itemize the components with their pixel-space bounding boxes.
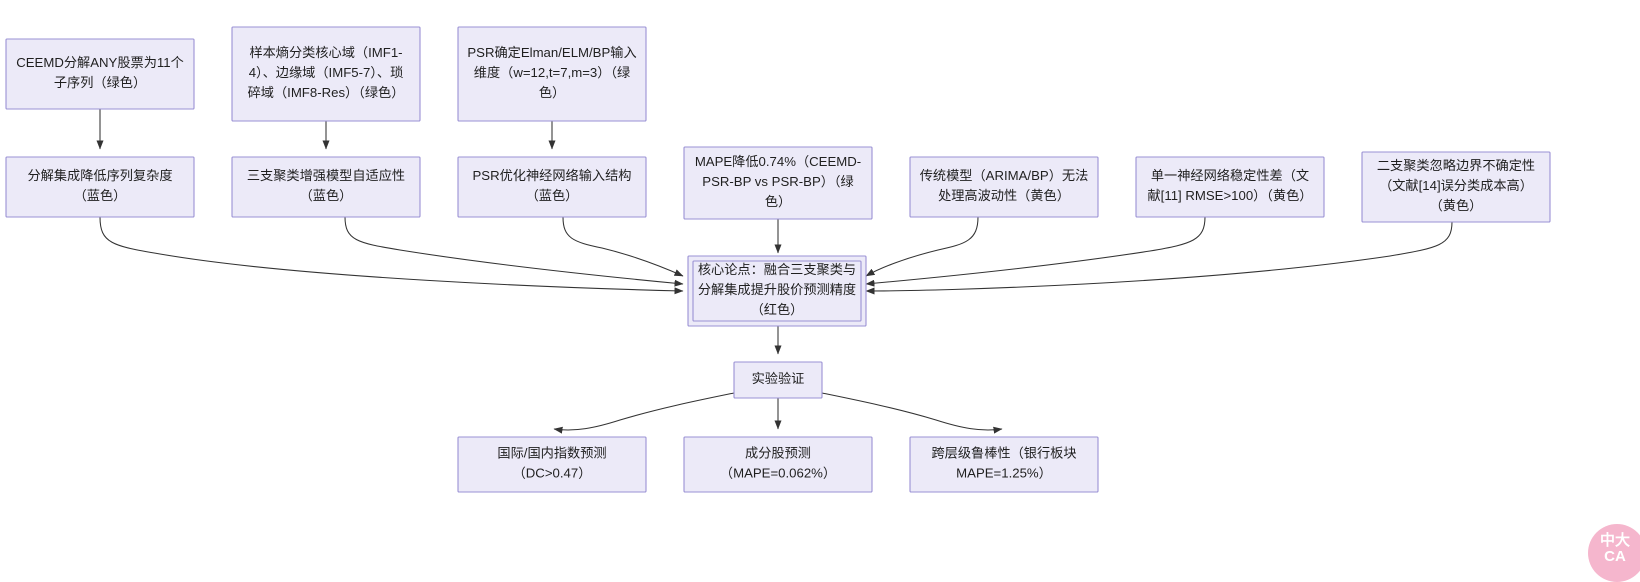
node-label: 成分股预测 （MAPE=0.062%） bbox=[720, 446, 836, 481]
node-label: 实验验证 bbox=[752, 371, 805, 386]
node-box bbox=[1135, 156, 1325, 218]
node-label-line: 献[11] RMSE>100）（黄色） bbox=[1147, 187, 1312, 203]
edges-layer bbox=[96, 109, 1453, 434]
node-label-line: 传统模型（ARIMA/BP）无法 bbox=[920, 168, 1089, 183]
node-label-line: 核心论点：融合三支聚类与 bbox=[698, 262, 856, 277]
node-index-prediction-result[interactable]: 国际/国内指数预测 （DC>0.47） bbox=[457, 436, 647, 493]
node-box bbox=[683, 436, 873, 493]
node-label-line: （黄色） bbox=[1430, 197, 1483, 213]
watermark-badge: 中大 CA bbox=[1588, 524, 1640, 582]
node-label-line: 维度（w=12,t=7,m=3）（绿 bbox=[474, 65, 630, 80]
node-box bbox=[457, 26, 647, 122]
node-box bbox=[909, 436, 1099, 493]
node-label-line: MAPE=1.25%） bbox=[956, 466, 1052, 481]
node-label-line: 4）、边缘域（IMF5-7）、琐 bbox=[249, 64, 404, 80]
node-label: 分解集成降低序列复杂度 （蓝色） bbox=[27, 168, 172, 203]
node-label: CEEMD分解ANY股票为11个子序列（绿色） bbox=[16, 55, 184, 90]
node-label-line: 处理高波动性（黄色） bbox=[938, 187, 1070, 203]
node-label-line: （DC>0.47） bbox=[513, 466, 592, 481]
node-label: 三支聚类增强模型自适应性 （蓝色） bbox=[247, 168, 405, 203]
node-label-line: （蓝色） bbox=[300, 187, 353, 203]
node-experiment-validation[interactable]: 实验验证 bbox=[733, 361, 823, 399]
edge-experiment-to-index bbox=[553, 392, 735, 434]
node-label-line: CEEMD分解ANY股票为11个 bbox=[16, 55, 184, 70]
node-box bbox=[457, 156, 647, 218]
node-label-line: PSR优化神经网络输入结构 bbox=[473, 168, 632, 183]
edge-twoway-to-core bbox=[865, 221, 1453, 295]
node-label-line: （MAPE=0.062%） bbox=[720, 466, 836, 481]
node-label: 跨层级鲁棒性（银行板块 MAPE=1.25%） bbox=[931, 446, 1076, 481]
node-label-line: 二支聚类忽略边界不确定性 bbox=[1377, 158, 1535, 173]
node-label: 传统模型（ARIMA/BP）无法处理高波动性（黄色） bbox=[920, 168, 1089, 203]
node-box bbox=[733, 361, 823, 399]
node-component-stock-prediction-result[interactable]: 成分股预测 （MAPE=0.062%） bbox=[683, 436, 873, 493]
node-label-line: 成分股预测 bbox=[745, 446, 811, 461]
node-label: 单一神经网络稳定性差（文献[11] RMSE>100）（黄色） bbox=[1147, 168, 1312, 203]
node-label: PSR优化神经网络输入结构 （蓝色） bbox=[473, 168, 632, 203]
node-label-line: 色） bbox=[539, 84, 565, 100]
node-label-line: 实验验证 bbox=[752, 371, 805, 386]
node-ceemd-decompose[interactable]: CEEMD分解ANY股票为11个子序列（绿色） bbox=[5, 38, 195, 110]
node-label-line: （蓝色） bbox=[526, 187, 579, 203]
node-label: 二支聚类忽略边界不确定性 （文献[14]误分类成本高） （黄色） bbox=[1377, 158, 1535, 213]
node-core-argument[interactable]: 核心论点：融合三支聚类与分解集成提升股价预测精度 （红色） bbox=[687, 255, 867, 327]
node-sample-entropy-classify[interactable]: 样本熵分类核心域（IMF1- 4）、边缘域（IMF5-7）、琐碎域（IMF8-Re… bbox=[231, 26, 421, 122]
watermark-text: 中大 CA bbox=[1600, 533, 1630, 565]
node-box bbox=[683, 146, 873, 220]
node-label-line: 子序列（绿色） bbox=[54, 74, 146, 90]
node-label-line: 样本熵分类核心域（IMF1- bbox=[249, 45, 402, 60]
edge-singlenn-to-core bbox=[865, 216, 1206, 287]
node-label: 国际/国内指数预测 （DC>0.47） bbox=[497, 446, 606, 481]
node-box bbox=[5, 156, 195, 218]
edge-traditional-to-core bbox=[865, 216, 979, 277]
node-box bbox=[231, 156, 421, 218]
edge-adaptive-to-core bbox=[344, 216, 684, 287]
node-label-line: （蓝色） bbox=[74, 187, 127, 203]
node-label-line: （红色） bbox=[751, 301, 804, 317]
node-label-line: 国际/国内指数预测 bbox=[497, 446, 606, 461]
node-label-line: 单一神经网络稳定性差（文 bbox=[1151, 168, 1309, 183]
node-psr-input-dimension[interactable]: PSR确定Elman/ELM/BP输入维度（w=12,t=7,m=3）（绿色） bbox=[457, 26, 647, 122]
edge-complexity-to-core bbox=[99, 216, 684, 295]
node-two-way-clustering-boundary[interactable]: 二支聚类忽略边界不确定性 （文献[14]误分类成本高） （黄色） bbox=[1361, 151, 1551, 223]
watermark-line-1: 中大 bbox=[1599, 532, 1630, 550]
node-box bbox=[231, 26, 421, 122]
node-cross-level-robustness-result[interactable]: 跨层级鲁棒性（银行板块 MAPE=1.25%） bbox=[909, 436, 1099, 493]
node-label-line: 碎域（IMF8-Res）（绿色） bbox=[248, 84, 405, 100]
node-label-line: （文献[14]误分类成本高） bbox=[1379, 177, 1533, 193]
node-box bbox=[457, 436, 647, 493]
node-label: 核心论点：融合三支聚类与分解集成提升股价预测精度 （红色） bbox=[698, 262, 856, 317]
node-label: MAPE降低0.74%（CEEMD- PSR-BP vs PSR-BP）（绿色） bbox=[695, 154, 861, 209]
node-single-network-instability[interactable]: 单一神经网络稳定性差（文献[11] RMSE>100）（黄色） bbox=[1135, 156, 1325, 218]
edge-psropt-to-core bbox=[562, 216, 684, 277]
edge-experiment-to-robust bbox=[821, 392, 1003, 434]
node-label: PSR确定Elman/ELM/BP输入维度（w=12,t=7,m=3）（绿色） bbox=[467, 45, 636, 100]
node-label-line: MAPE降低0.74%（CEEMD- bbox=[695, 154, 861, 169]
node-three-way-clustering-adaptive[interactable]: 三支聚类增强模型自适应性 （蓝色） bbox=[231, 156, 421, 218]
node-label-line: 分解集成降低序列复杂度 bbox=[27, 168, 172, 183]
node-label-line: PSR确定Elman/ELM/BP输入 bbox=[467, 45, 636, 60]
node-label: 样本熵分类核心域（IMF1- 4）、边缘域（IMF5-7）、琐碎域（IMF8-Re… bbox=[248, 45, 405, 100]
node-box bbox=[692, 260, 862, 322]
node-label-line: 色） bbox=[765, 193, 791, 209]
node-box bbox=[909, 156, 1099, 218]
node-label-line: PSR-BP vs PSR-BP）（绿 bbox=[702, 174, 853, 189]
node-label-line: 跨层级鲁棒性（银行板块 bbox=[931, 446, 1076, 461]
node-box bbox=[5, 38, 195, 110]
node-box bbox=[1361, 151, 1551, 223]
node-traditional-model-limitation[interactable]: 传统模型（ARIMA/BP）无法处理高波动性（黄色） bbox=[909, 156, 1099, 218]
node-reduce-complexity[interactable]: 分解集成降低序列复杂度 （蓝色） bbox=[5, 156, 195, 218]
node-label-line: 分解集成提升股价预测精度 bbox=[698, 282, 856, 297]
node-psr-optimize-network-input[interactable]: PSR优化神经网络输入结构 （蓝色） bbox=[457, 156, 647, 218]
watermark-line-2: CA bbox=[1604, 548, 1626, 565]
nodes-layer: CEEMD分解ANY股票为11个子序列（绿色） 样本熵分类核心域（IMF1- 4）、… bbox=[5, 26, 1551, 493]
node-label-line: 三支聚类增强模型自适应性 bbox=[247, 168, 405, 183]
node-mape-improvement[interactable]: MAPE降低0.74%（CEEMD- PSR-BP vs PSR-BP）（绿色） bbox=[683, 146, 873, 220]
